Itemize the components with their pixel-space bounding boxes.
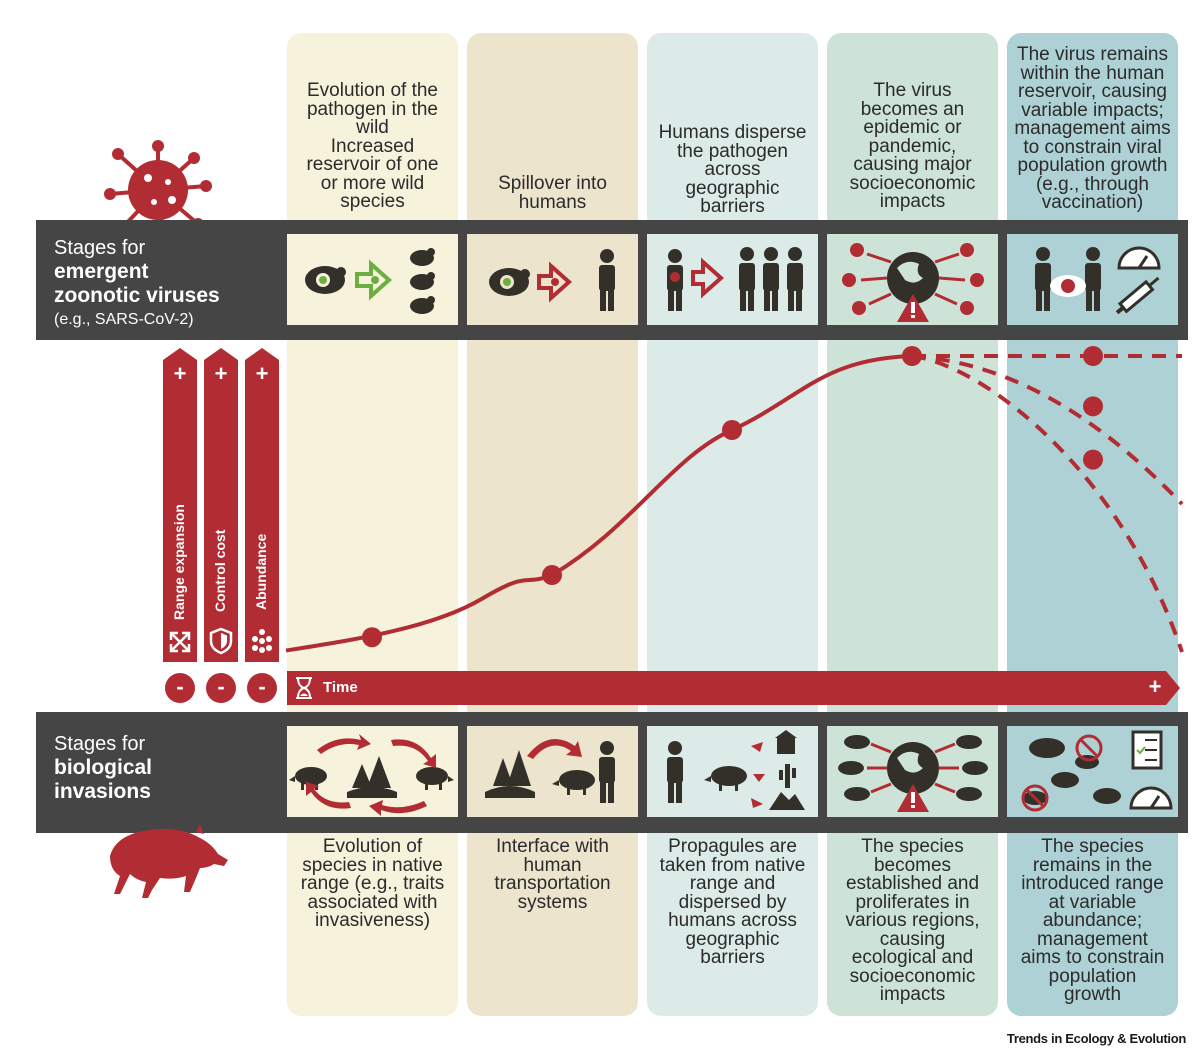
shield-icon [209,627,233,655]
curve-point-1 [362,627,382,648]
invasion-stage-2-icon [467,726,638,817]
range-expansion-minus: - [165,673,195,703]
invasion-band-label: Stages for biological invasions [54,733,153,803]
invasion-stage-3-icon [647,726,818,817]
time-label: Time [323,679,358,696]
time-plus: + [1148,674,1162,699]
stage-column-3 [647,33,818,1016]
wild-boar-icon [110,824,228,898]
stage-column-5 [1007,33,1178,1016]
dots-cluster-icon [252,629,272,653]
virus-stage-1-icon [287,234,458,325]
control-cost-plus: + [214,361,228,386]
control-cost-minus: - [206,673,236,703]
abundance-axis [245,348,279,662]
outcome-point-3 [1083,449,1103,470]
invasion-stage-5-icon [1007,726,1178,817]
stage-column-2 [467,33,638,1016]
mouse-icon [305,266,346,294]
curve-point-2 [542,565,562,586]
journal-credit: Trends in Ecology & Evolution [1006,1031,1186,1046]
stage-column-4 [827,33,998,1016]
virus-stage-4-icon [827,234,998,325]
time-axis [287,671,1180,705]
outcome-point-1 [1083,346,1103,366]
curve-point-3 [722,420,742,440]
invasion-stage-4-icon [827,726,998,817]
virus-stage-3-icon [647,234,818,325]
virus-stage-5-icon [1007,234,1178,325]
abundance-plus: + [255,361,269,386]
abundance-minus: - [247,673,277,703]
outcome-line-2 [911,354,1184,506]
curve-point-4 [902,346,922,366]
range-expansion-plus: + [173,361,187,386]
outcome-line-3 [911,354,1184,653]
hourglass-icon [296,677,312,699]
expand-arrows-icon [169,631,191,653]
virus-stage-2-icon [467,234,638,325]
virus-band-label: Stages for emergent zoonotic viruses (e.… [54,237,220,328]
range-expansion-axis [163,348,197,662]
invasion-stage-1-icon [287,726,458,817]
control-cost-axis [204,348,238,662]
stage-column-1 [287,33,458,1016]
outcome-point-2 [1083,396,1103,417]
main-curve-line [285,354,913,653]
